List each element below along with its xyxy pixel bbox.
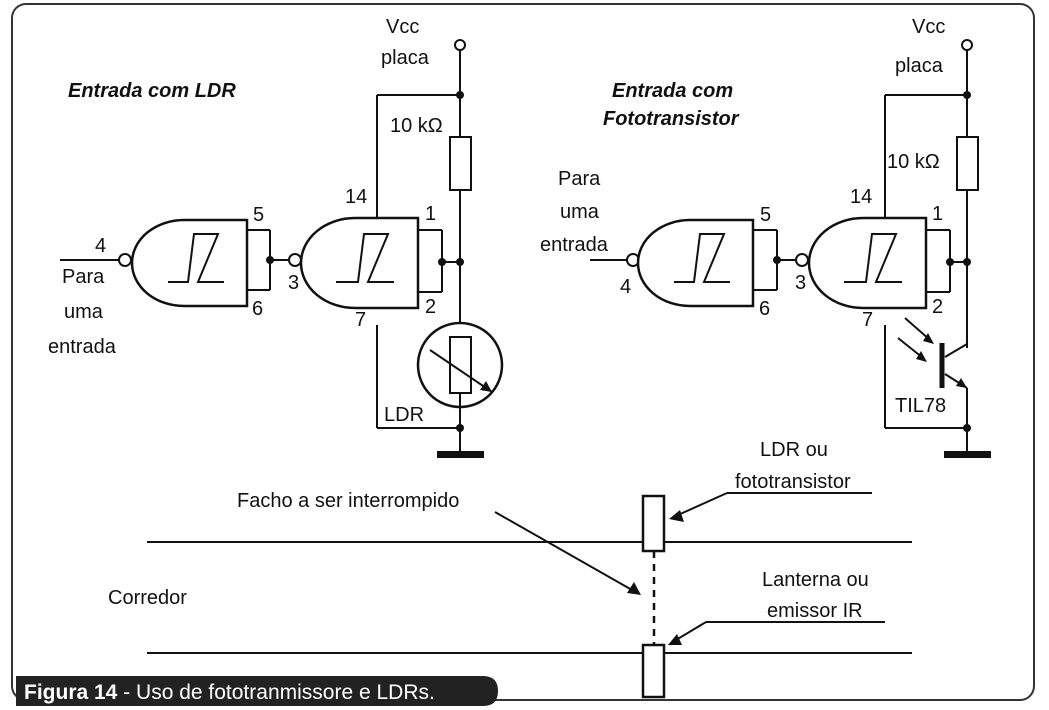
phototransistor-emitter-arrow (956, 378, 967, 388)
left-circuit: Entrada com LDR Vcc placa 10 kΩ LDR 4 Pa… (48, 16, 504, 458)
left-ground-symbol (437, 451, 484, 458)
left-resistor-label: 10 kΩ (390, 115, 443, 137)
left-gate-1-schmitt (168, 233, 224, 283)
left-ldr-label: LDR (384, 404, 424, 426)
beam-pointer (494, 511, 633, 591)
left-input-pin: 4 (95, 235, 106, 257)
right-input-label-1: Para (558, 168, 601, 190)
caption-figure-number: Figura 14 (24, 681, 118, 704)
beam-label: Facho a ser interrompido (237, 490, 459, 512)
right-pin-6: 6 (759, 298, 770, 320)
left-pin-2: 2 (425, 296, 436, 318)
left-pin-3: 3 (288, 272, 299, 294)
emitter-box (641, 643, 666, 699)
caption-description: - Uso de fototranmissore e LDRs. (117, 681, 434, 704)
left-vcc-label: Vcc (386, 16, 419, 38)
right-pin-1: 1 (932, 203, 943, 225)
right-gate-2-schmitt (844, 233, 902, 283)
caption-background (16, 676, 498, 706)
right-resistor (956, 136, 979, 191)
right-vcc-terminal (961, 39, 973, 51)
right-pin-2: 2 (932, 296, 943, 318)
right-gate-2-bubble (795, 253, 809, 267)
right-pin-5: 5 (760, 204, 771, 226)
light-ray-1-head (923, 333, 934, 344)
left-pin-14: 14 (345, 186, 367, 208)
right-title-line-1: Entrada com (612, 80, 733, 102)
corridor-diagram: Corredor Facho a ser interrompido LDR ou… (108, 439, 912, 699)
beam-pointer-head (627, 582, 641, 595)
detector-box (641, 494, 666, 553)
left-title: Entrada com LDR (68, 80, 236, 102)
left-input-label-3: entrada (48, 336, 117, 358)
detector-label-1: LDR ou (760, 439, 828, 461)
detector-label-2: fototransistor (735, 471, 851, 493)
right-ground-symbol (944, 451, 991, 458)
corridor-label: Corredor (108, 587, 187, 609)
right-resistor-label: 10 kΩ (887, 151, 940, 173)
right-pin-14: 14 (850, 186, 872, 208)
left-pin-6: 6 (252, 298, 263, 320)
left-gate-2-schmitt (336, 233, 394, 283)
detector-pointer-head (669, 510, 684, 522)
right-gate-1-schmitt (674, 233, 730, 283)
right-pin-7: 7 (862, 309, 873, 331)
left-gate-1-bubble (118, 253, 132, 267)
emitter-label-1: Lanterna ou (762, 569, 869, 591)
light-ray-1 (904, 317, 931, 341)
right-pin-3: 3 (795, 272, 806, 294)
right-input-pin: 4 (620, 276, 631, 298)
left-vcc-terminal (454, 39, 466, 51)
left-vcc-placa-label: placa (381, 47, 430, 69)
left-resistor (449, 136, 472, 191)
ldr-arrowhead (480, 381, 492, 392)
emitter-pointer-head (668, 634, 682, 645)
right-vcc-label: Vcc (912, 16, 945, 38)
left-pin-1: 1 (425, 203, 436, 225)
figure-border (11, 3, 1035, 701)
right-sensor-label: TIL78 (895, 395, 946, 417)
right-input-label-3: entrada (540, 234, 609, 256)
figure-caption: Figura 14 - Uso de fototranmissore e LDR… (16, 676, 498, 706)
ldr-arrow (429, 349, 493, 393)
right-circuit: Entrada com Fototransistor Vcc placa 10 … (540, 16, 991, 458)
left-pin-7: 7 (355, 309, 366, 331)
left-gate-2-bubble (288, 253, 302, 267)
right-title-line-2: Fototransistor (603, 108, 740, 130)
light-ray-2-head (916, 351, 927, 362)
phototransistor-collector (944, 343, 968, 358)
left-pin-5: 5 (253, 204, 264, 226)
emitter-label-2: emissor IR (767, 600, 863, 622)
caption-text: Figura 14 - Uso de fototranmissore e LDR… (24, 681, 435, 704)
left-input-label-2: uma (64, 301, 104, 323)
detector-pointer (677, 492, 728, 516)
left-input-label-1: Para (62, 266, 105, 288)
right-input-label-2: uma (560, 201, 600, 223)
right-vcc-placa-label: placa (895, 55, 944, 77)
emitter-pointer (675, 621, 707, 641)
